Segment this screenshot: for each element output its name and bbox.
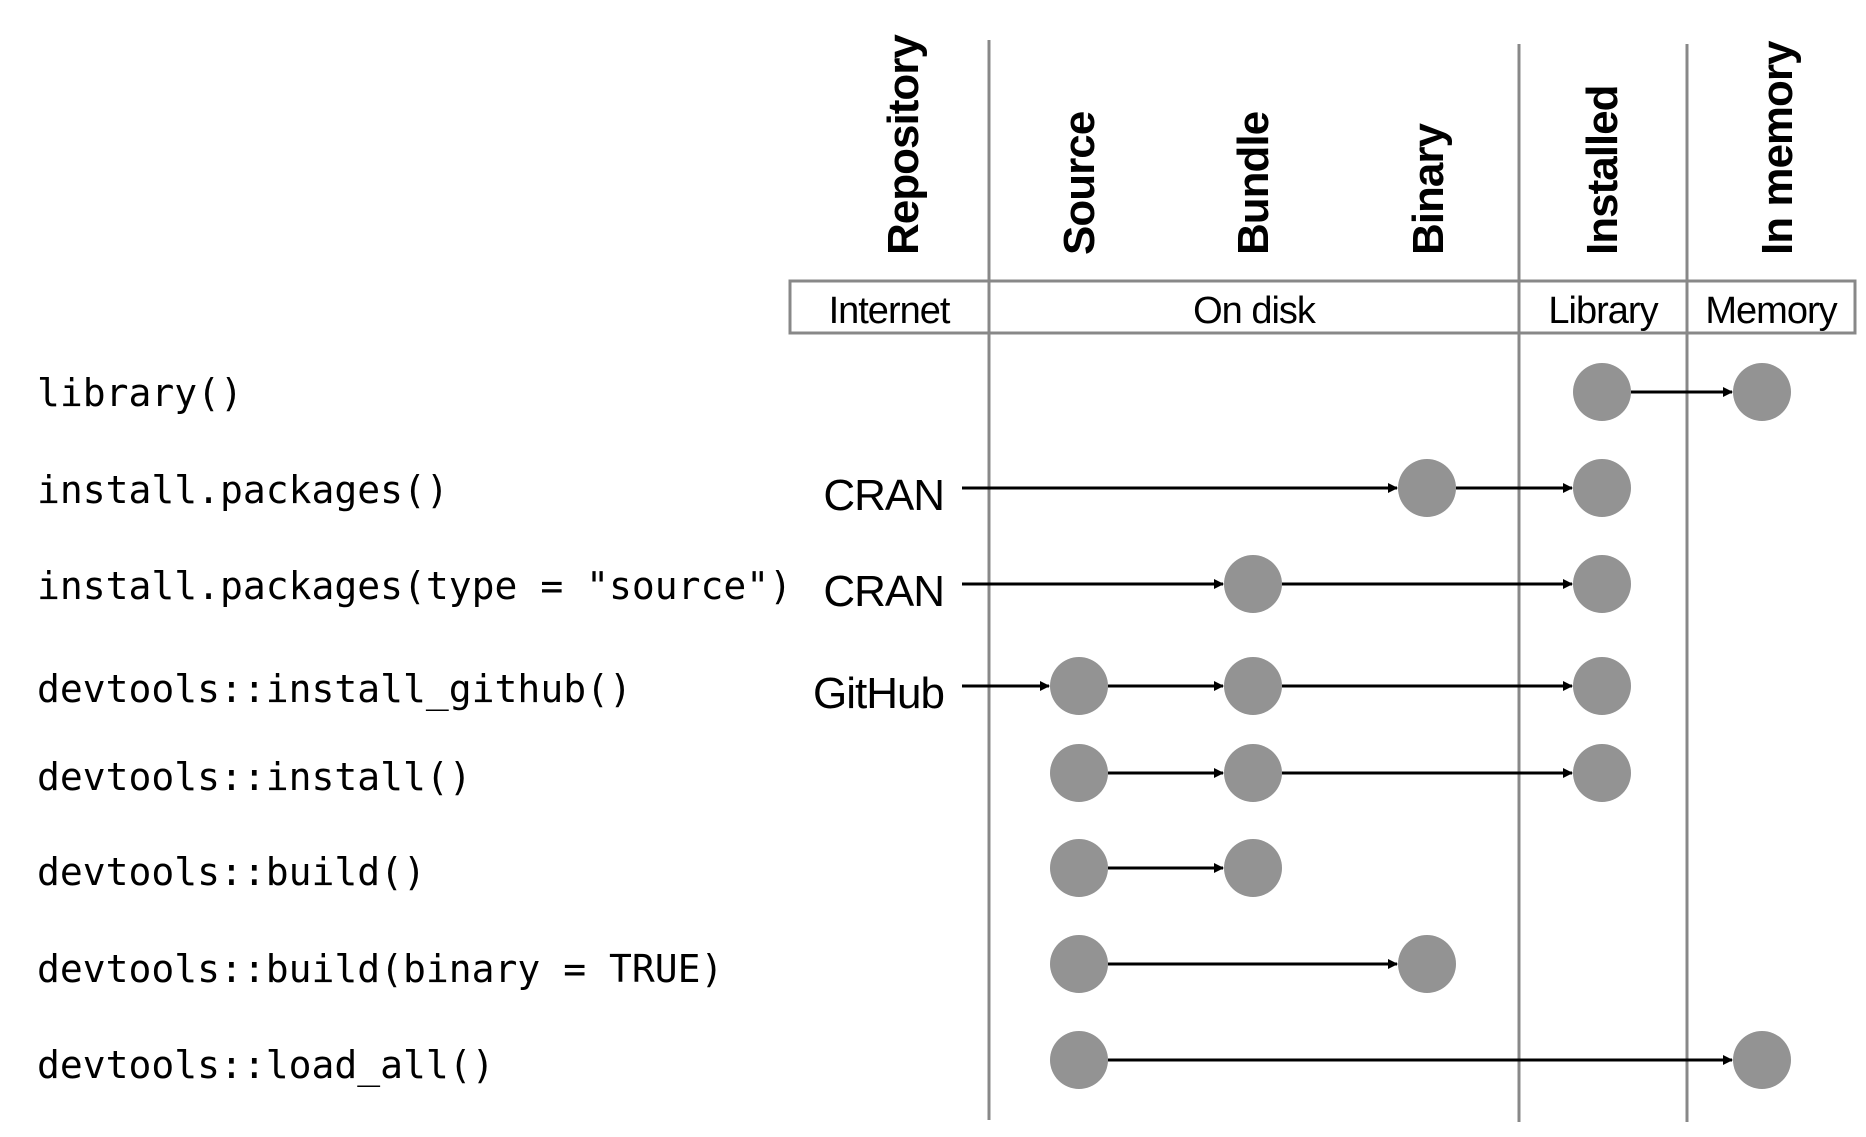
state-nodes [1050,363,1791,1089]
state-node [1224,555,1282,613]
function-label-install-packages-source: install.packages(type = "source") [37,564,792,608]
location-label-memory: Memory [1705,290,1837,332]
state-node [1398,935,1456,993]
state-node [1224,657,1282,715]
function-label-install: devtools::install() [37,755,472,799]
function-label-build-binary: devtools::build(binary = TRUE) [37,947,723,991]
location-box-memory [1685,279,1857,335]
state-node [1050,935,1108,993]
function-label-install-github: devtools::install_github() [37,667,632,712]
flow-arrows [962,387,1733,1065]
state-node [1573,363,1631,421]
location-labels: Internet On disk Library Memory [829,290,1839,332]
function-label-build: devtools::build() [37,850,426,894]
state-node [1573,744,1631,802]
source-label-github: GitHub [813,669,944,718]
state-node [1573,555,1631,613]
column-titles: Repository Source Bundle Binary Installe… [879,34,1802,255]
state-node [1224,839,1282,897]
state-node [1573,657,1631,715]
state-node [1733,1031,1791,1089]
function-label-install-packages: install.packages() [37,468,449,512]
source-label-cran: CRAN [823,567,944,616]
state-node [1733,363,1791,421]
column-title-in-memory: In memory [1753,40,1802,255]
function-label-library: library() [37,371,243,415]
location-label-library: Library [1548,290,1658,332]
state-node [1050,744,1108,802]
location-label-internet: Internet [829,290,951,332]
function-label-load-all: devtools::load_all() [37,1043,495,1088]
state-node [1050,839,1108,897]
state-node [1050,657,1108,715]
column-title-binary: Binary [1404,123,1453,255]
column-title-bundle: Bundle [1229,112,1278,255]
state-node [1050,1031,1108,1089]
source-label-cran: CRAN [823,471,944,520]
function-labels: library() install.packages() install.pac… [37,371,792,1088]
column-title-source: Source [1055,112,1104,255]
state-node [1224,744,1282,802]
state-node [1398,459,1456,517]
location-label-on-disk: On disk [1193,290,1317,332]
state-node [1573,459,1631,517]
location-header-boxes [788,279,1857,335]
repository-source-labels: CRAN CRAN GitHub [813,471,945,718]
column-title-installed: Installed [1578,86,1627,256]
column-title-repository: Repository [879,34,928,255]
